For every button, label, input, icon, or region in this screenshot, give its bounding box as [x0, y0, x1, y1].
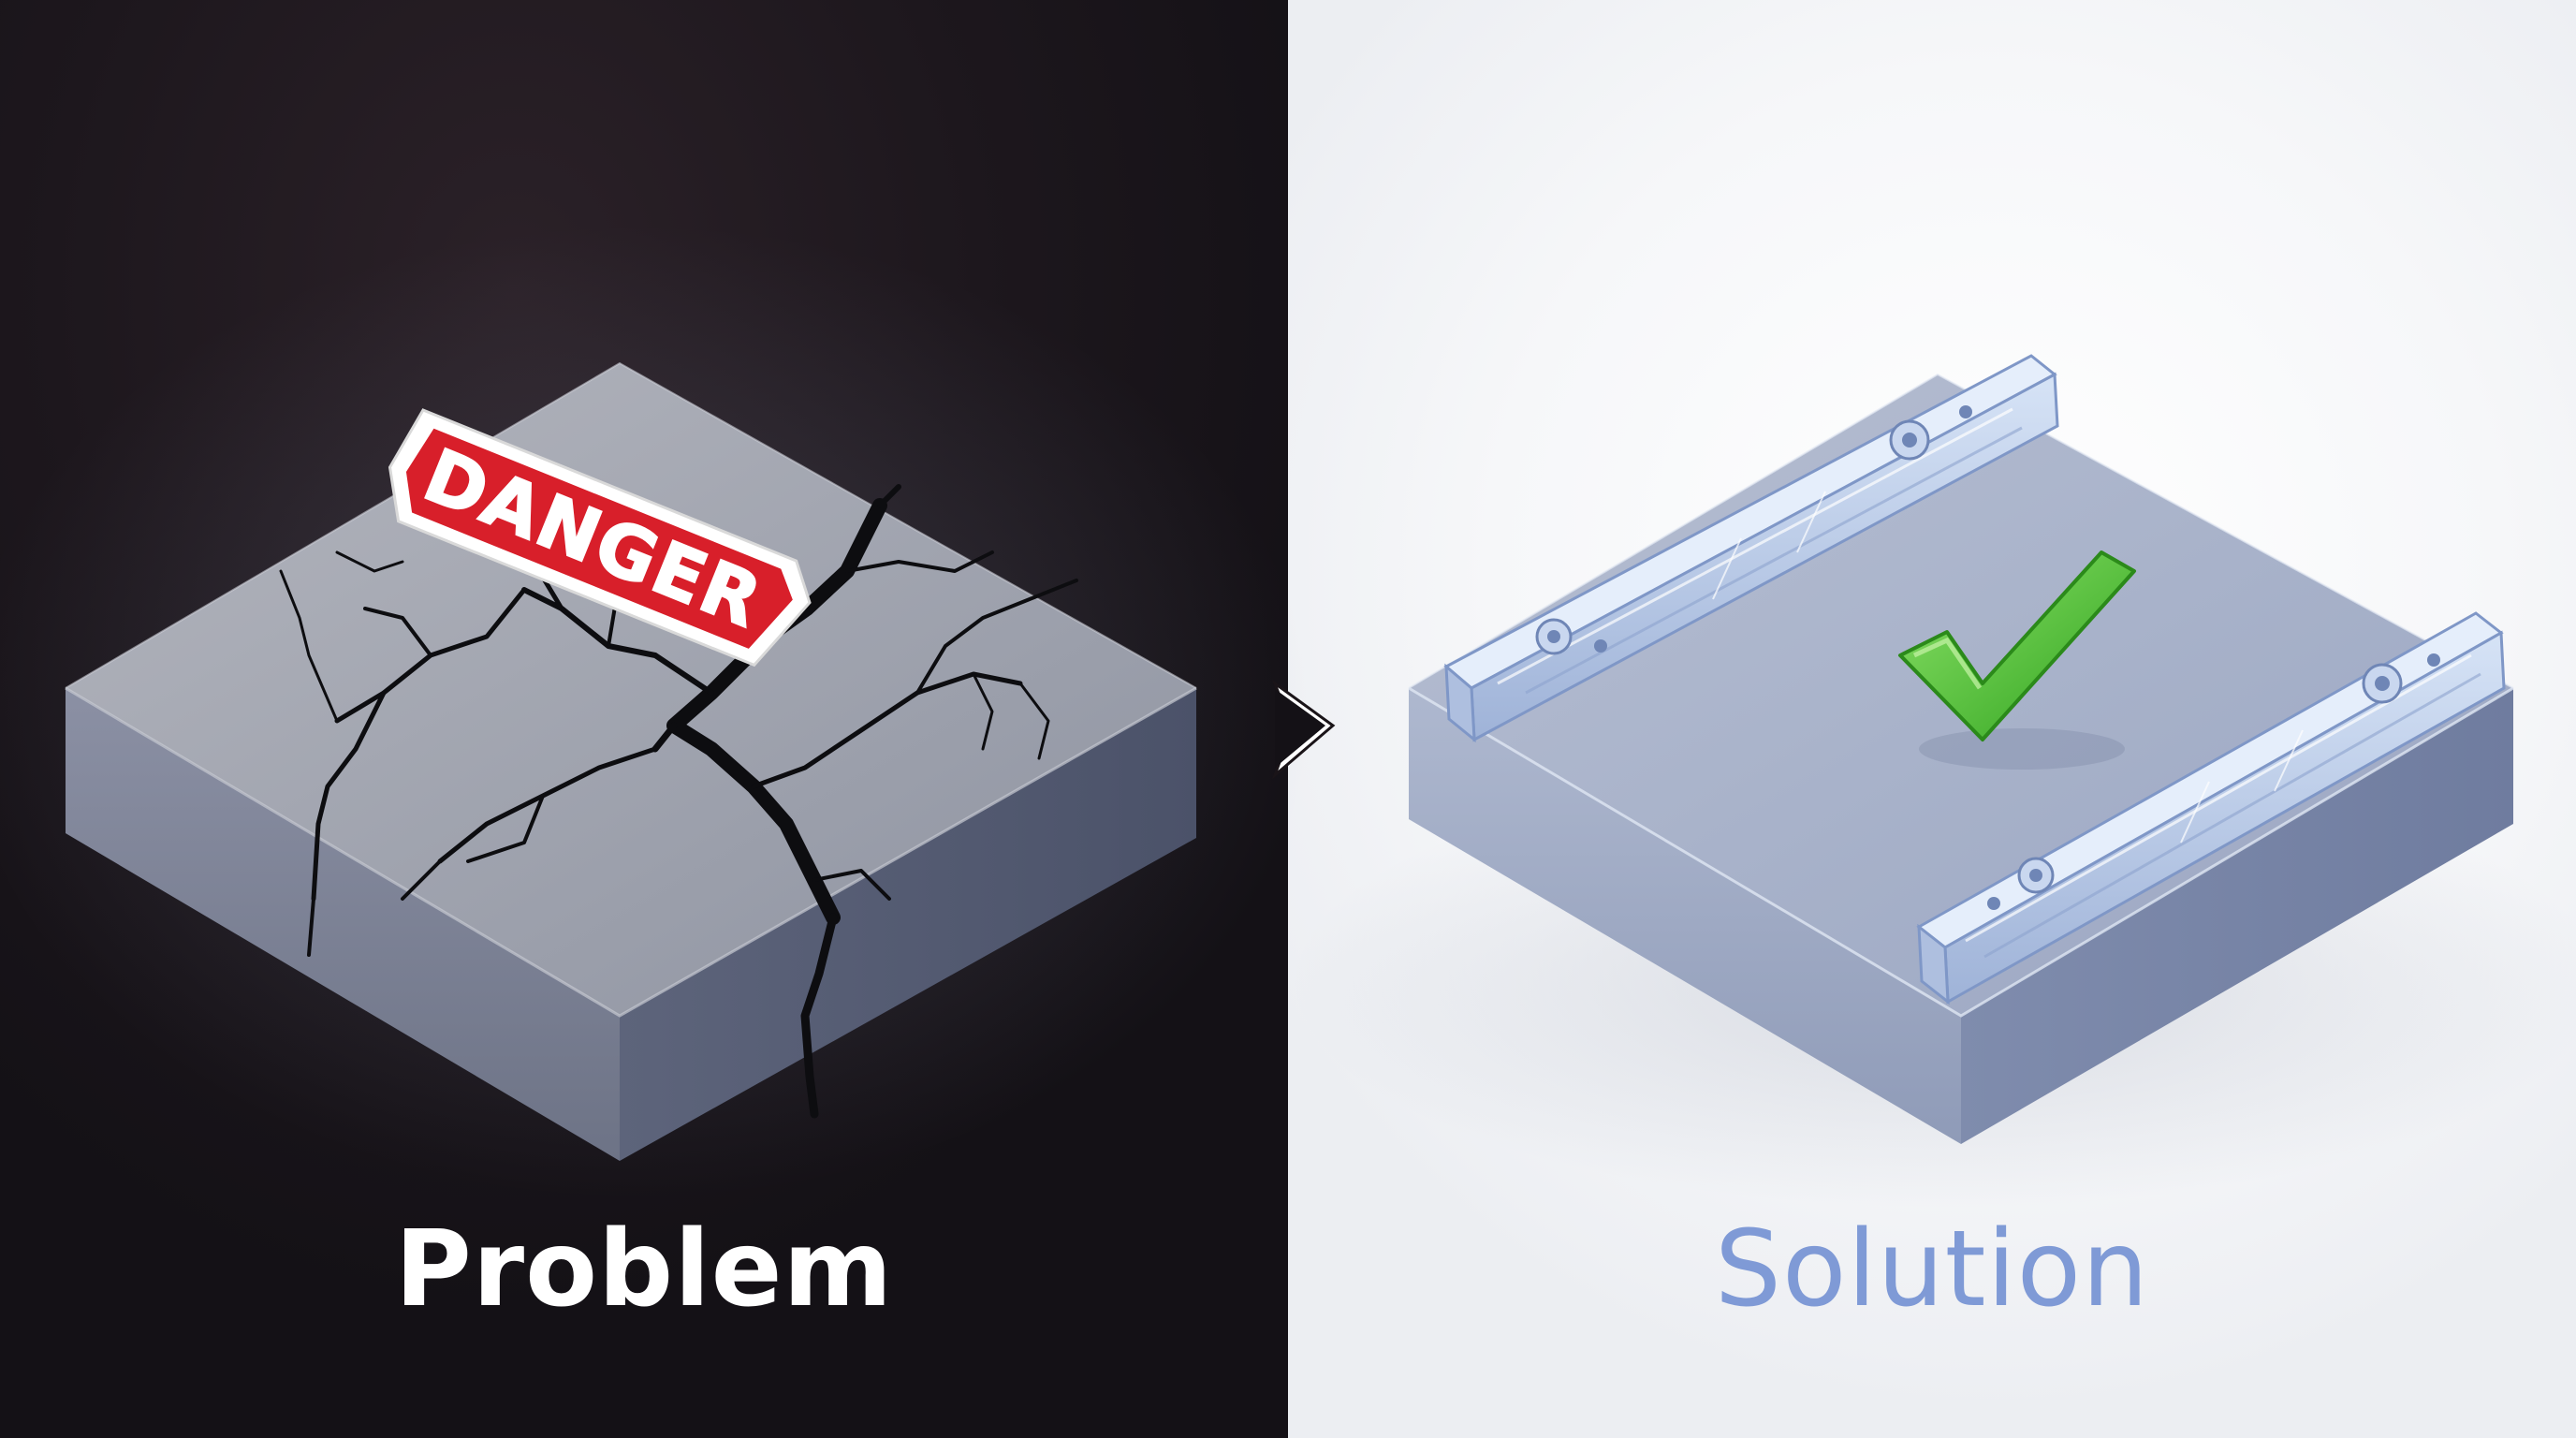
- support-rail-top: [1443, 354, 2059, 743]
- problem-caption: Problem: [394, 1209, 894, 1330]
- support-rail-bottom: [1916, 611, 2506, 1005]
- arrow-right-icon: [1271, 679, 1336, 780]
- checkmark-icon: [1898, 550, 2136, 770]
- cracked-slab: [0, 225, 1310, 1198]
- reinforced-slab: [1292, 373, 2576, 1208]
- solution-caption: Solution: [1714, 1209, 2150, 1330]
